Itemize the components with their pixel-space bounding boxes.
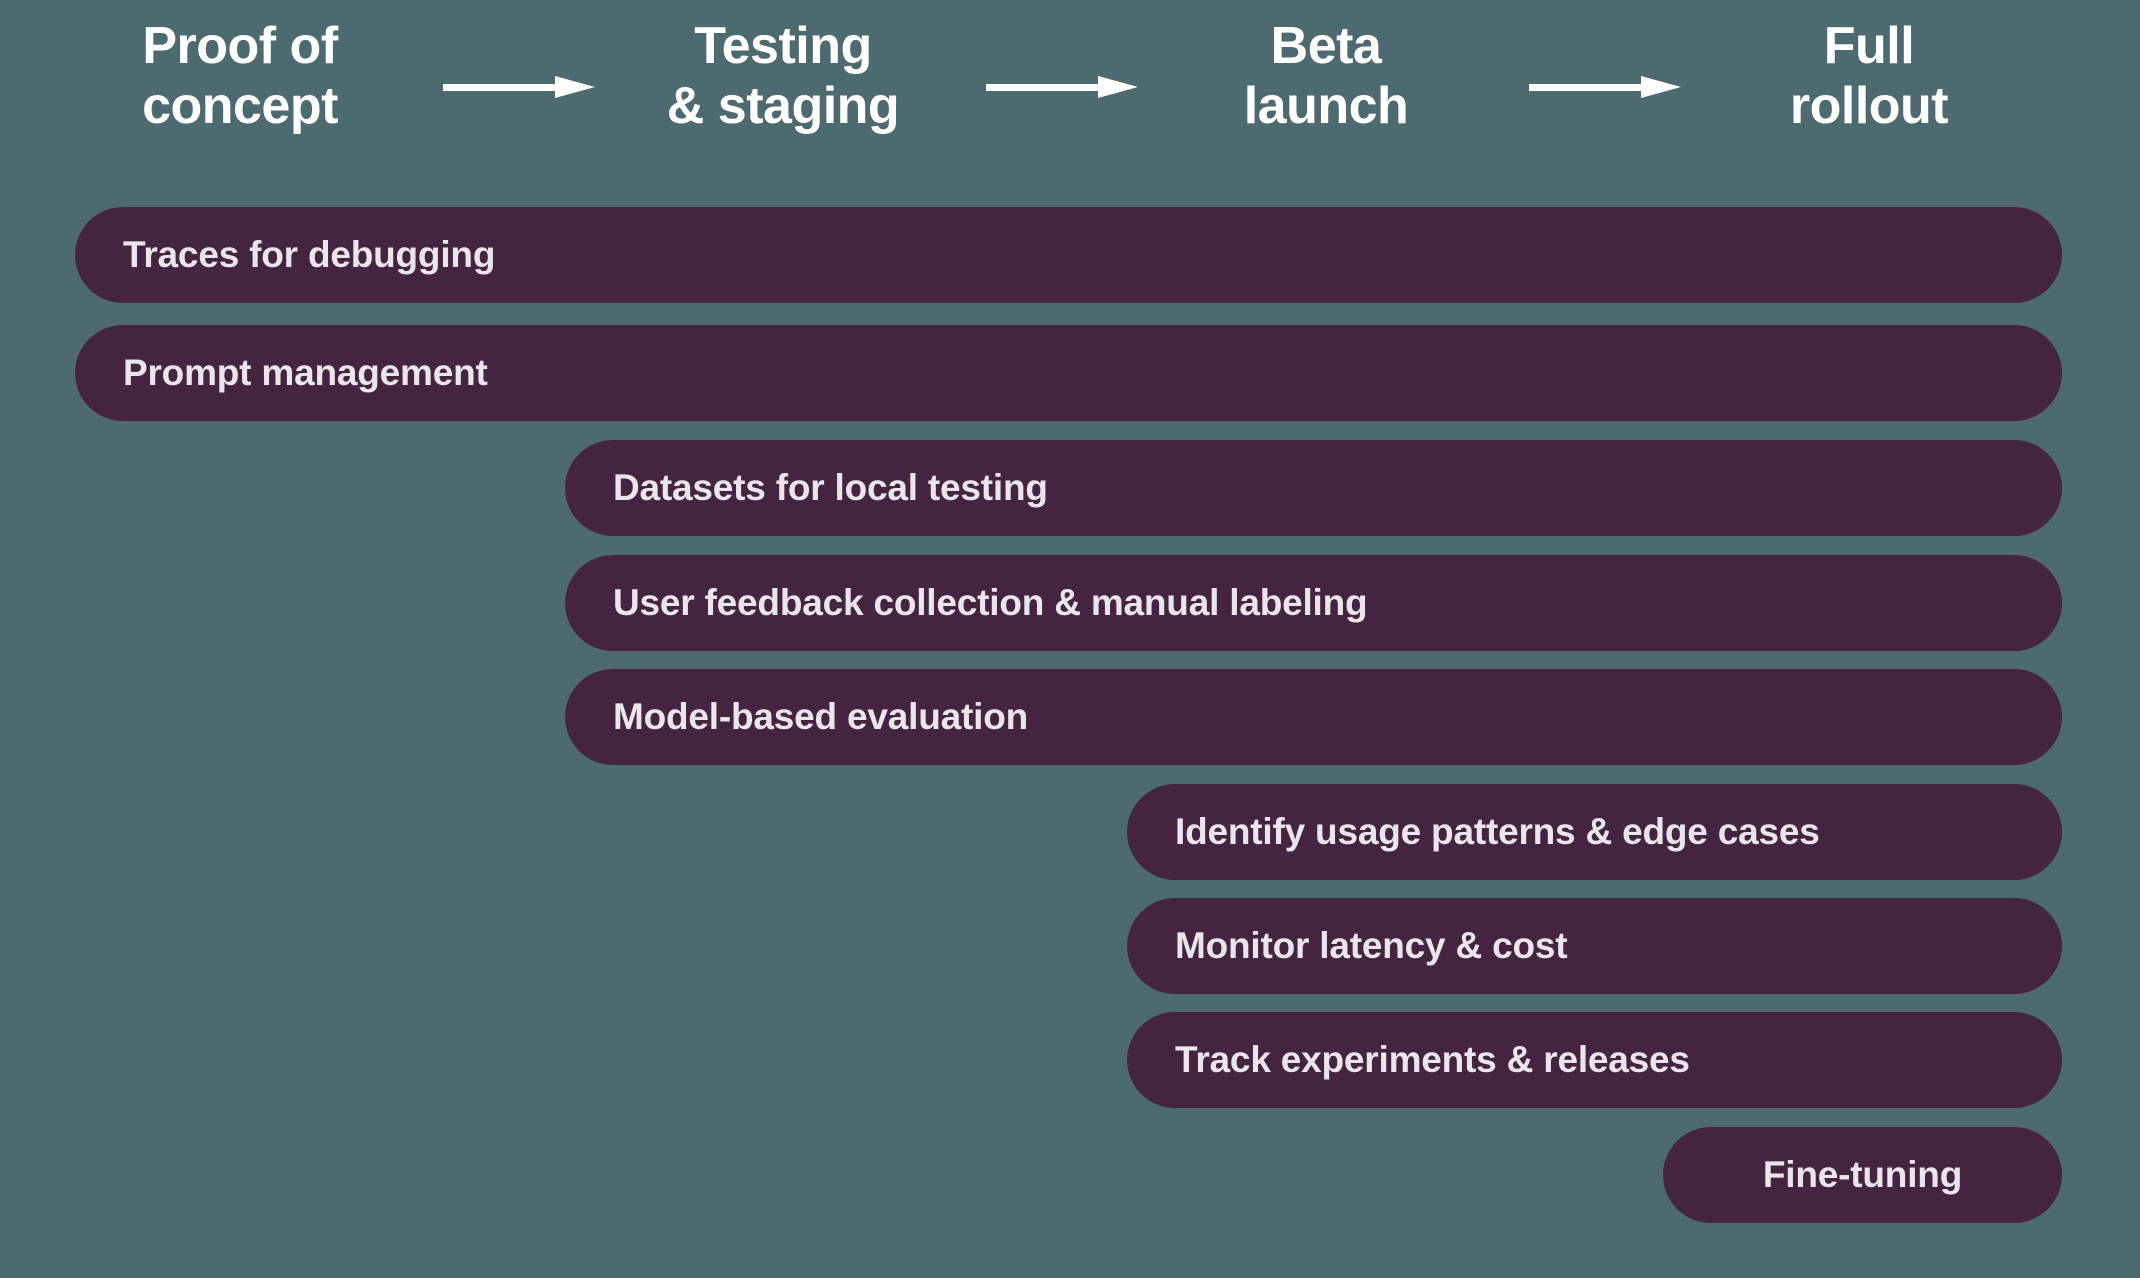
phase-label-full-rollout: Full rollout [1789,17,1949,136]
capability-bar-label: Prompt management [123,352,488,393]
arrow-right-icon [1529,76,1681,98]
capability-bar[interactable]: Traces for debugging [75,207,2062,303]
capability-bar-label: User feedback collection & manual labeli… [613,582,1368,623]
phase-header-row: Proof of concept Testing & staging Beta … [0,0,2140,190]
arrow-right-icon [443,76,595,98]
capability-bar-label: Track experiments & releases [1175,1039,1690,1080]
capability-bar[interactable]: Monitor latency & cost [1127,898,2062,994]
capability-bar[interactable]: Model-based evaluation [565,669,2062,765]
capability-bar[interactable]: Track experiments & releases [1127,1012,2062,1108]
capability-bar-label: Datasets for local testing [613,467,1048,508]
capability-bar-label: Model-based evaluation [613,696,1029,737]
capability-bar-label: Monitor latency & cost [1175,925,1568,966]
phase-label-testing-and-staging: Testing & staging [666,17,900,136]
arrow-right-icon [986,76,1138,98]
capability-bar[interactable]: Prompt management [75,325,2062,421]
capability-bar[interactable]: User feedback collection & manual labeli… [565,555,2062,651]
capability-bar-label: Traces for debugging [123,234,496,275]
capability-bar[interactable]: Identify usage patterns & edge cases [1127,784,2062,880]
capability-bar-label: Fine-tuning [1762,1154,1963,1195]
capability-bar-label: Identify usage patterns & edge cases [1175,811,1820,852]
capability-bar[interactable]: Fine-tuning [1663,1127,2062,1223]
phase-label-proof-of-concept: Proof of concept [142,17,338,136]
capability-bar[interactable]: Datasets for local testing [565,440,2062,536]
phase-label-beta-launch: Beta launch [1243,17,1409,136]
